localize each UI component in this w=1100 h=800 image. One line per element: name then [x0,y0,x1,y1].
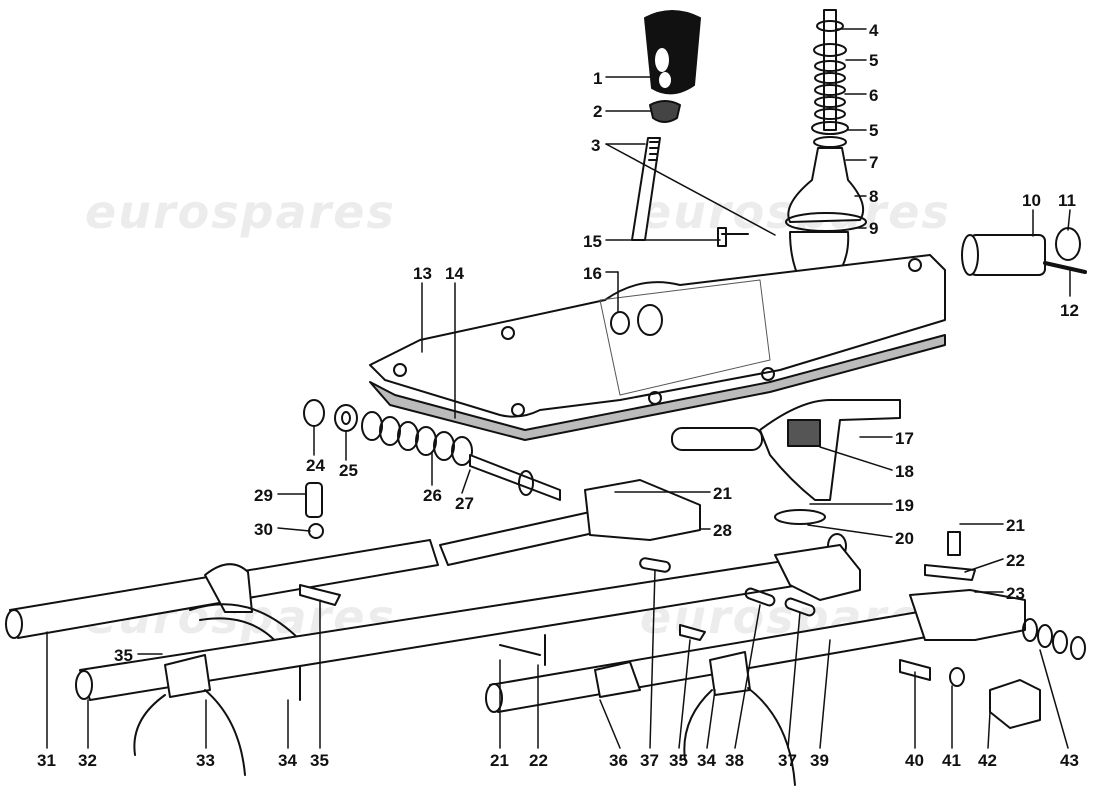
lock-nut-part [649,100,681,123]
part-number-label: 8 [869,187,879,206]
part-number-label: 19 [895,496,914,515]
part-number-label: 21 [1006,516,1025,535]
part-number-label: 5 [869,51,879,70]
part-number-label: 10 [1022,191,1041,210]
part-number-label: 34 [697,751,716,770]
part-number-label: 29 [254,486,273,505]
part-number-label: 7 [869,153,879,172]
selector-rod-28-part [439,479,701,566]
watermark-text: eurospares [85,185,396,239]
detent-parts [303,399,561,539]
selector-rod-32-part [75,544,861,776]
part-number-label: 21 [713,484,732,503]
part-number-label: 25 [339,461,358,480]
part-number-label: 38 [725,751,744,770]
shift-lever-part [631,137,661,241]
part-number-label: 40 [905,751,924,770]
selector-cover-part [369,254,946,418]
part-number-label: 35 [669,751,688,770]
part-number-label: 22 [1006,551,1025,570]
part-number-label: 39 [810,751,829,770]
part-number-label: 14 [445,264,464,283]
gear-knob-part [644,10,701,95]
part-number-label: 36 [609,751,628,770]
part-number-label: 23 [1006,584,1025,603]
leader-lines [46,28,1071,749]
part-number-label: 28 [713,521,732,540]
part-number-label: 4 [869,21,879,40]
part-number-label: 9 [869,219,879,238]
part-number-label: 11 [1058,191,1076,210]
part-number-label: 22 [529,751,548,770]
part-number-label: 35 [310,751,329,770]
part-number-label: 2 [593,102,603,121]
part-number-label: 42 [978,751,997,770]
part-number-label: 30 [254,520,273,539]
part-number-label: 3 [591,136,601,155]
part-number-label: 13 [413,264,432,283]
part-number-label: 37 [640,751,659,770]
cover-gasket-part [369,334,946,441]
part-number-label: 41 [942,751,961,770]
part-number-label: 37 [778,751,797,770]
part-number-label: 31 [37,751,56,770]
part-number-label: 32 [78,751,97,770]
part-number-label: 21 [490,751,509,770]
part-number-label: 26 [423,486,442,505]
part-number-label: 12 [1060,301,1079,320]
part-number-label: 35 [114,646,133,665]
part-number-label: 24 [306,456,325,475]
plug-assembly-part [961,227,1087,276]
part-number-label: 17 [895,429,914,448]
part-number-label: 43 [1060,751,1079,770]
part-number-label: 34 [278,751,297,770]
selector-lever-part [671,399,901,559]
bolt-15-part [717,227,749,247]
part-number-label: 15 [583,232,602,251]
part-number-label: 27 [455,494,474,513]
part-number-label: 16 [583,264,602,283]
part-number-label: 33 [196,751,215,770]
part-number-label: 6 [869,86,879,105]
part-number-label: 20 [895,529,914,548]
part-number-label: 1 [593,69,603,88]
part-number-label: 5 [869,121,879,140]
part-number-label: 18 [895,462,914,481]
selector-rod-39-part [485,589,1086,786]
